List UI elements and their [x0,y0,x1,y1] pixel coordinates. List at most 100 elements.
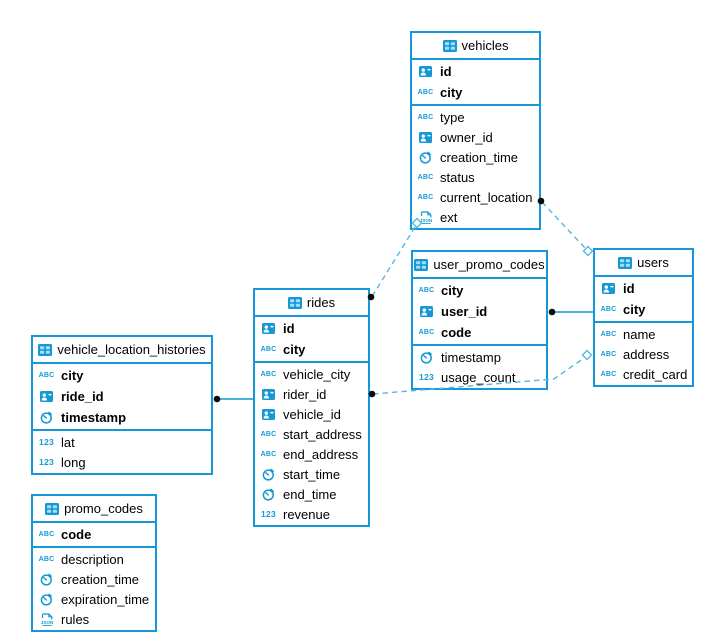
column-name: city [440,85,463,100]
text-icon: ABC [260,370,277,378]
column-name: status [440,169,475,185]
relationship-vehicle-location-histories-rides [213,395,253,403]
column-name: id [440,64,452,79]
text-icon: ABC [600,306,617,313]
column-id: id [412,61,539,82]
text-icon: ABC [417,89,434,96]
table-icon [45,502,60,515]
text-icon: ABC [417,193,434,201]
column-end_time: end_time [255,484,368,504]
id-icon [260,388,277,400]
column-name: code [61,527,92,542]
id-icon [260,408,277,420]
column-name: user_id [441,304,488,319]
time-icon [38,411,55,424]
column-name: description [61,551,124,567]
relationship-vehicles-users [537,197,594,257]
table-header[interactable]: promo_codes [33,496,155,523]
column-name: timestamp [441,349,501,365]
column-rider_id: rider_id [255,384,368,404]
column-ride_id: ride_id [33,386,211,407]
table-header[interactable]: vehicles [412,33,539,60]
time-icon [38,593,55,606]
column-name: address [623,346,670,362]
number-icon: 123 [38,456,55,467]
column-timestamp: timestamp [33,407,211,428]
column-current_location: ABC current_location [412,187,539,207]
time-icon [38,573,55,586]
table-header[interactable]: rides [255,290,368,317]
column-name: code [441,325,472,340]
column-city: ABC city [595,299,692,320]
column-user_id: user_id [413,301,546,322]
column-expiration_time: expiration_time [33,589,155,609]
column-name: timestamp [61,410,127,425]
id-icon [417,66,434,77]
text-icon: ABC [417,113,434,121]
column-id: id [595,278,692,299]
table-icon [618,256,633,269]
column-type: ABC type [412,107,539,127]
number-icon: 123 [38,436,55,447]
text-icon: ABC [260,346,277,353]
number-icon: 123 [418,371,435,382]
column-name: rules [61,611,90,627]
column-owner_id: owner_id [412,127,539,147]
column-lat: 123 lat [33,432,211,452]
table-header[interactable]: vehicle_location_histories [33,337,211,364]
time-icon [260,468,277,481]
table-icon [442,39,457,52]
column-status: ABC status [412,167,539,187]
column-name: current_location [440,189,533,205]
column-name: credit_card [623,366,688,382]
table-header[interactable]: users [595,250,692,277]
table-title: vehicles [461,38,509,53]
column-vehicle_city: ABC vehicle_city [255,364,368,384]
time-icon [260,488,277,501]
column-name: type [440,109,465,125]
column-name: vehicle_city [283,366,351,382]
text-icon: ABC [417,173,434,181]
id-icon [418,306,435,317]
column-name: id [283,321,295,336]
column-name: start_address [283,426,362,442]
column-start_time: start_time [255,464,368,484]
time-icon [418,351,435,364]
table-icon [38,343,53,356]
column-name: ext [440,209,458,225]
table-header[interactable]: user_promo_codes [413,252,546,279]
column-timestamp: timestamp [413,347,546,367]
column-name: end_address [283,446,359,462]
column-name: city [283,342,306,357]
column-id: id [255,318,368,339]
column-name: city [61,368,84,383]
id-icon [600,283,617,294]
column-name: city [623,302,646,317]
column-name: end_time [283,486,337,502]
json-icon: JSON [38,612,55,626]
column-name: lat [61,434,75,450]
relationship-user-promo-codes-users [548,308,593,316]
column-name: vehicle_id [283,406,341,422]
